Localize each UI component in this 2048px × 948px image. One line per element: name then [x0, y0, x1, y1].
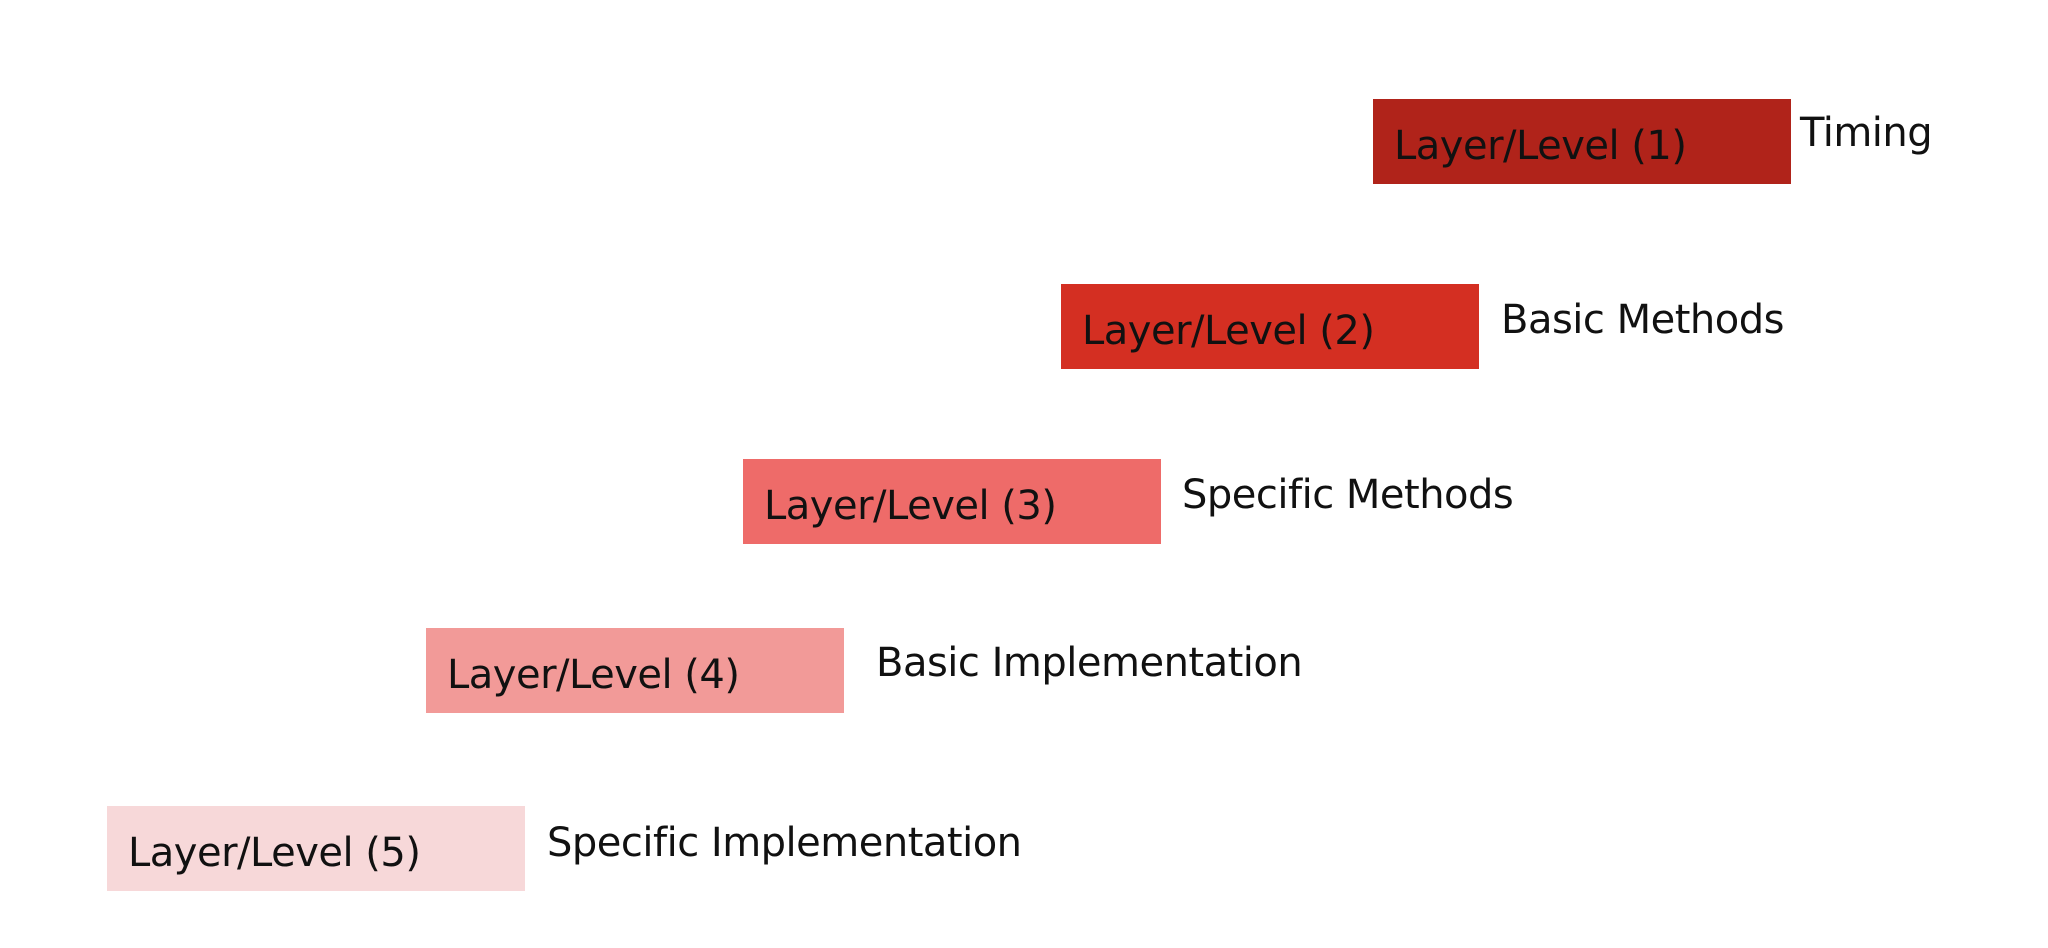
level-box-3: Layer/Level (3) — [743, 459, 1161, 544]
level-box-label: Layer/Level (1) — [1394, 122, 1687, 169]
level-box-label: Layer/Level (5) — [128, 829, 421, 876]
level-box-label: Layer/Level (2) — [1082, 307, 1375, 354]
level-description-2: Basic Methods — [1501, 297, 1784, 343]
level-box-label: Layer/Level (4) — [447, 651, 740, 698]
level-box-4: Layer/Level (4) — [426, 628, 844, 713]
level-description-5: Specific Implementation — [547, 820, 1022, 866]
level-description-4: Basic Implementation — [876, 640, 1303, 686]
level-description-1: Timing — [1800, 110, 1933, 156]
level-box-label: Layer/Level (3) — [764, 482, 1057, 529]
level-description-3: Specific Methods — [1182, 472, 1514, 518]
level-box-5: Layer/Level (5) — [107, 806, 525, 891]
level-box-1: Layer/Level (1) — [1373, 99, 1791, 184]
level-box-2: Layer/Level (2) — [1061, 284, 1479, 369]
